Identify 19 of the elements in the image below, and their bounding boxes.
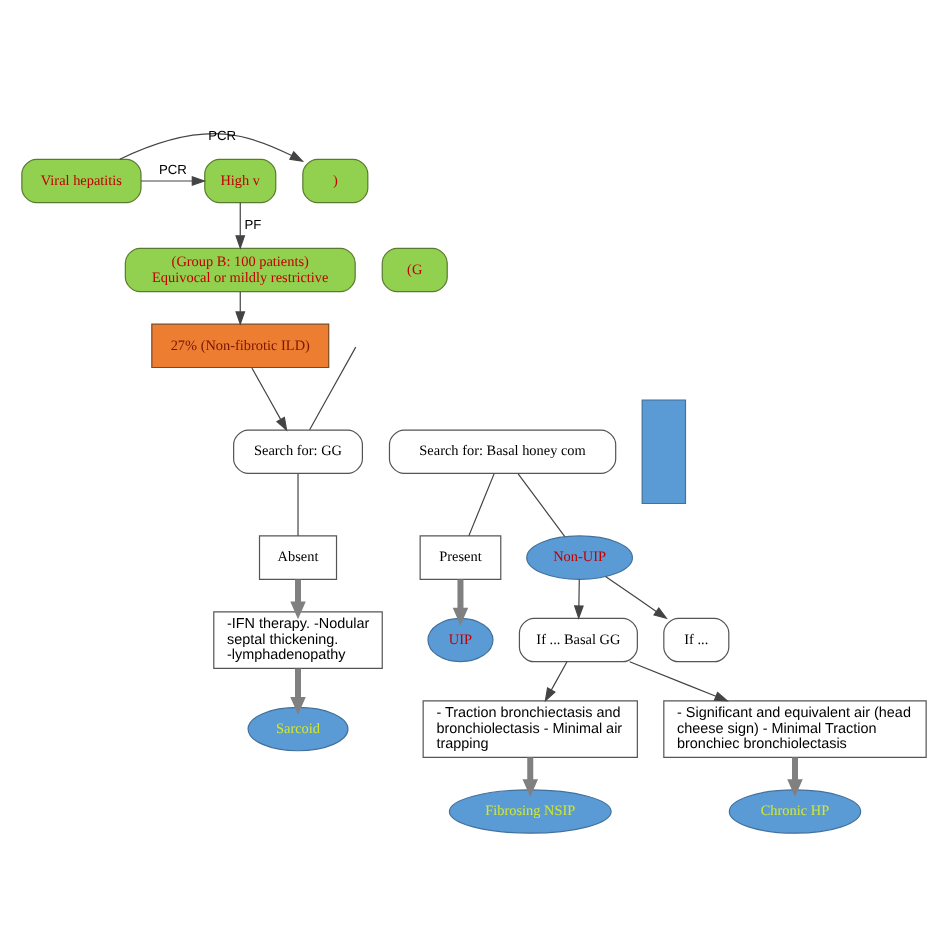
arrow: [119, 133, 305, 162]
arrow: [544, 661, 568, 703]
arrow: [629, 661, 729, 702]
arrow: [290, 668, 306, 715]
arrow: [235, 202, 246, 250]
arrow: [452, 579, 469, 626]
connector: [517, 473, 566, 538]
arrow: [787, 757, 803, 798]
arrow: [522, 757, 539, 798]
connector: [468, 473, 495, 537]
connector: [297, 473, 299, 537]
arrow: [140, 175, 207, 187]
arrow: [573, 578, 584, 620]
arrow: [235, 291, 246, 326]
connector: [309, 346, 357, 431]
arrow: [251, 367, 288, 432]
arrow: [604, 576, 668, 620]
node-box: [641, 399, 687, 505]
arrow: [290, 579, 306, 620]
